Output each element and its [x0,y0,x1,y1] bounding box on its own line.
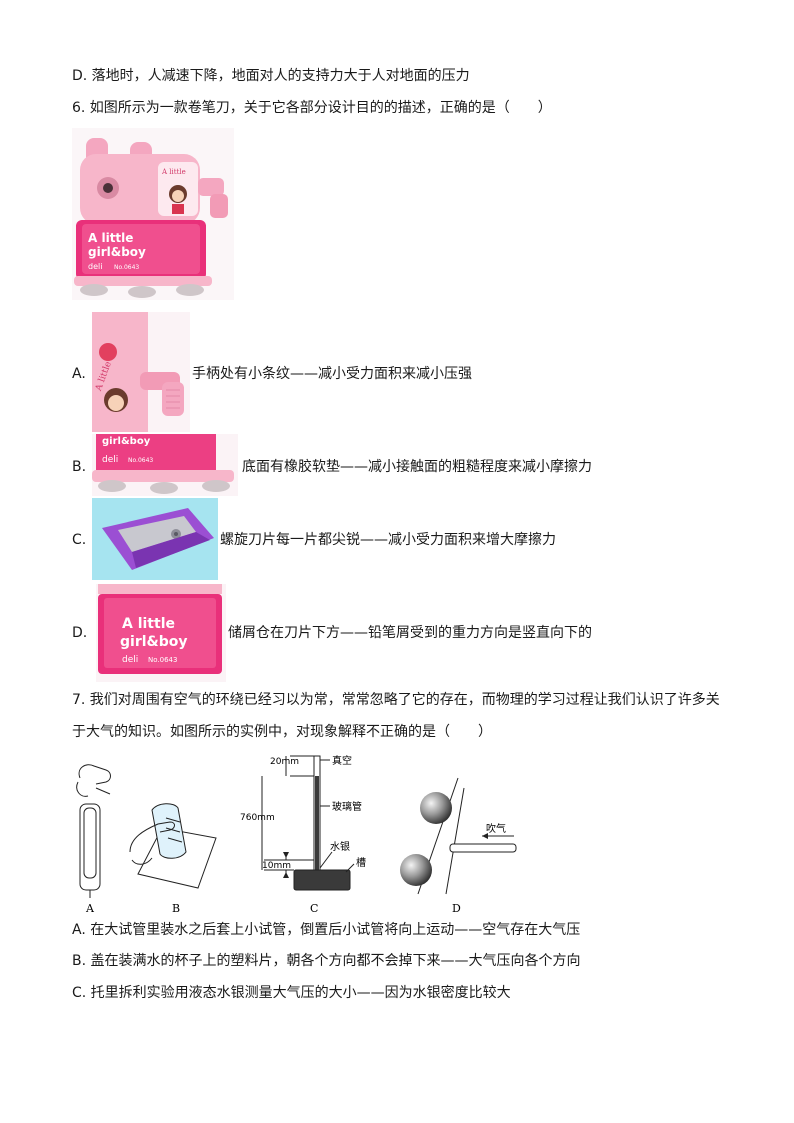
svg-text:deli: deli [122,655,138,665]
brand-line1: A little [88,231,133,245]
figure-c-label: C [310,902,318,915]
q7-option-a: A. 在大试管里装水之后套上小试管，倒置后小试管将向上运动——空气存在大气压 [72,922,581,938]
q6-option-d-letter: D. [72,625,88,641]
label-mercury: 水银 [330,840,350,853]
svg-text:girl&boy: girl&boy [120,634,188,650]
svg-text:No.0643: No.0643 [148,656,177,664]
q6-option-a-text: 手柄处有小条纹——减小受力面积来减小压强 [192,366,472,382]
q6-option-d-text: 储屑仓在刀片下方——铅笔屑受到的重力方向是竖直向下的 [228,625,592,641]
q7-stem-line1: 7. 我们对周围有空气的环绕已经习以为常，常常忽略了它的存在，而物理的学习过程让… [72,692,720,708]
sharpener-main-image: A little A little girl&boy deli No.0643 [72,128,234,300]
figure-d-label: D [452,902,461,915]
figure-a-label: A [85,902,95,915]
label-20mm: 20mm [270,757,299,767]
q6-option-a-letter: A. [72,366,86,382]
q6-option-b-letter: B. [72,459,87,475]
label-760mm: 760mm [240,813,275,823]
option-a-handle-image: A little [92,312,190,432]
q7-option-c: C. 托里拆利实验用液态水银测量大气压的大小——因为水银密度比较大 [72,985,511,1001]
logo-text: deli [88,262,102,271]
label-blow: 吹气 [486,822,506,835]
figure-d-balls [400,777,517,895]
figure-a-test-tubes [76,764,111,898]
q7-stem-line2: 于大气的知识。如图所示的实例中，对现象解释不正确的是（ ） [72,724,492,740]
q5-option-d: D. 落地时，人减速下降，地面对人的支持力大于人对地面的压力 [72,68,470,84]
q6-option-b-text: 底面有橡胶软垫——减小接触面的粗糙程度来减小摩擦力 [242,459,592,475]
svg-text:deli: deli [102,455,118,465]
q6-option-c-letter: C. [72,532,87,548]
model-text: No.0643 [114,264,139,271]
svg-text:girl&boy: girl&boy [102,436,151,447]
figure-c-torricelli [261,755,355,891]
svg-text:No.0643: No.0643 [128,457,153,464]
svg-text:A little: A little [122,616,175,632]
q6-option-c-text: 螺旋刀片每一片都尖锐——减小受力面积来增大摩擦力 [220,532,556,548]
label-trough: 槽 [356,856,366,869]
q6-stem: 6. 如图所示为一款卷笔刀，关于它各部分设计目的的描述，正确的是（ ） [72,100,552,116]
option-c-blade-image [92,498,218,580]
brand-line2: girl&boy [88,245,146,259]
label-glass-tube: 玻璃管 [332,800,362,813]
label-vacuum: 真空 [332,754,352,767]
option-b-base-image: girl&boy deli No.0643 [92,434,238,496]
figure-b-label: B [172,902,180,915]
label-10mm: 10mm [262,861,291,871]
q7-figure: A B [66,748,536,918]
figure-b-cup [129,803,217,889]
sticker-text: A little [161,168,186,176]
option-d-reservoir-image: A little girl&boy deli No.0643 [96,584,226,682]
q7-option-b: B. 盖在装满水的杯子上的塑料片，朝各个方向都不会掉下来——大气压向各个方向 [72,953,581,969]
